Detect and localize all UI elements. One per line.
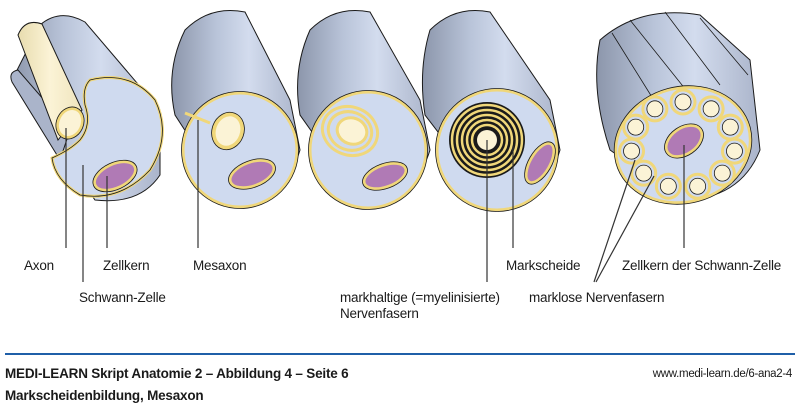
unmyelinated-axon: [674, 93, 692, 111]
footer-rule: [5, 353, 795, 355]
nucleus: [92, 160, 138, 192]
stage-3-early-wrapping: [297, 9, 431, 210]
footer-subtitle: Markscheidenbildung, Mesaxon: [5, 388, 204, 403]
stage-5-unmyelinated-bundle: [596, 11, 761, 205]
myelination-diagram: [10, 9, 761, 283]
cross-section: [181, 91, 299, 209]
myelin-wrap-inner: [326, 110, 374, 152]
nucleus: [524, 141, 556, 185]
unmyelinated-axon: [635, 164, 653, 182]
stage-4-myelin-sheath: [421, 9, 561, 212]
unmyelinated-axons: [618, 88, 748, 200]
unmyelinated-axon: [721, 118, 739, 136]
label-mesaxon: Mesaxon: [193, 258, 247, 273]
leader-lines: [65, 120, 685, 283]
axon-section: [55, 106, 85, 140]
unmyelinated-axon: [702, 100, 720, 118]
unmyelinated-axon: [689, 177, 707, 195]
footer-url[interactable]: www.medi-learn.de/6-ana2-4: [652, 368, 793, 380]
unmyelinated-axon: [726, 142, 743, 160]
label-marklose: marklose Nervenfasern: [529, 290, 665, 305]
unmyelinated-axon: [623, 142, 640, 160]
unmyelinated-axon: [713, 164, 731, 182]
label-markscheide: Markscheide: [506, 258, 581, 273]
unmyelinated-axon: [627, 118, 645, 136]
unmyelinated-axon: [646, 100, 664, 118]
stage-2-mesaxon: [171, 9, 301, 209]
leader-marklose-2: [595, 175, 655, 283]
nucleus: [362, 161, 408, 191]
leader-marklose-1: [593, 159, 636, 283]
nucleus: [228, 158, 276, 190]
label-zellkern: Zellkern: [103, 258, 150, 273]
unmyelinated-axon: [659, 177, 677, 195]
label-zellkern-schwann: Zellkern der Schwann-Zelle: [622, 258, 782, 273]
nucleus: [664, 123, 704, 159]
stage-1-axon-embedding: [10, 15, 164, 202]
axon-section: [211, 112, 245, 150]
axon-section: [335, 116, 369, 146]
label-axon: Axon: [24, 258, 54, 273]
label-markhaltige-1: markhaltige (=myelinisierte): [340, 290, 500, 305]
label-schwann-zelle: Schwann-Zelle: [79, 290, 166, 305]
label-markhaltige-2: Nervenfasern: [340, 306, 419, 321]
myelin-wrap-outer: [320, 104, 380, 158]
footer-title: MEDI-LEARN Skript Anatomie 2 – Abbildung…: [5, 366, 349, 381]
mesaxon-fold: [184, 111, 211, 125]
